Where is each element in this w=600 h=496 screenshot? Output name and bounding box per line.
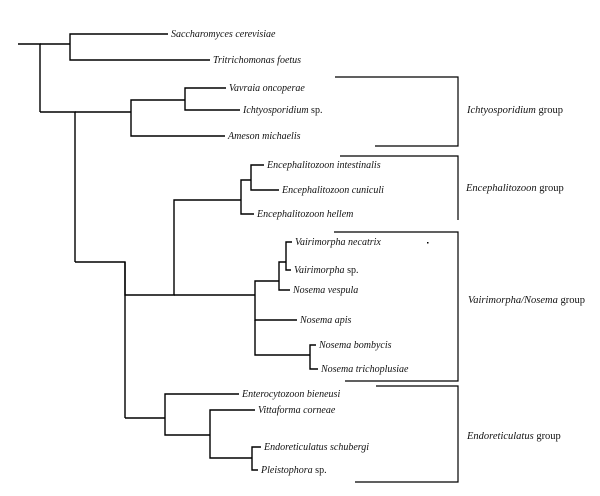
taxon-enterocytozoon: Enterocytozoon bieneusi bbox=[241, 389, 340, 400]
group-label-ichthyosporidium: Ichtyosporidium group bbox=[466, 105, 563, 116]
bracket-endoreticulatus bbox=[355, 385, 459, 483]
taxon-saccharomyces: Saccharomyces cerevisiae bbox=[171, 29, 276, 40]
outgroup-clade bbox=[40, 33, 210, 61]
tree-branches bbox=[18, 33, 318, 471]
microsporidia-core-stem bbox=[75, 261, 126, 418]
taxon-pleistophora: Pleistophora sp. bbox=[260, 465, 327, 476]
root-branch bbox=[18, 43, 41, 112]
group-label-encephalitozoon: Encephalitozoon group bbox=[465, 183, 564, 194]
encephalitozoon-clade-branches bbox=[124, 164, 279, 296]
ichthyosporidium-clade-branches bbox=[75, 87, 240, 137]
taxon-vairimorpha-necatrix: Vairimorpha necatrix bbox=[295, 237, 381, 248]
taxon-vavraia: Vavraia oncoperae bbox=[229, 83, 305, 94]
ingroup-stem bbox=[40, 111, 76, 262]
group-brackets bbox=[334, 76, 459, 483]
taxon-nosema-bombycis: Nosema bombycis bbox=[318, 340, 392, 351]
nosema-bombycis-pair bbox=[254, 320, 318, 370]
bracket-vairimorpha bbox=[334, 231, 459, 382]
taxon-vittaforma: Vittaforma corneae bbox=[258, 405, 336, 416]
group-label-vairimorpha: Vairimorpha/Nosema group bbox=[468, 295, 585, 306]
taxon-ameson: Ameson michaelis bbox=[227, 131, 301, 142]
group-label-endoreticulatus: Endoreticulatus group bbox=[466, 431, 561, 442]
taxon-encephalitozoon-cuniculi: Encephalitozoon cuniculi bbox=[281, 185, 384, 196]
speck-mark bbox=[427, 242, 429, 244]
taxon-encephalitozoon-hellem: Encephalitozoon hellem bbox=[256, 209, 353, 220]
taxon-endoreticulatus: Endoreticulatus schubergi bbox=[263, 442, 369, 453]
taxon-labels: Saccharomyces cerevisiae Tritrichomonas … bbox=[171, 29, 409, 476]
bracket-ichthyosporidium bbox=[335, 76, 459, 147]
taxon-tritrichomonas: Tritrichomonas foetus bbox=[213, 55, 301, 66]
taxon-vairimorpha-sp: Vairimorpha sp. bbox=[294, 265, 358, 276]
endoreticulatus-clade-branches bbox=[125, 393, 261, 471]
taxon-nosema-vespula: Nosema vespula bbox=[292, 285, 358, 296]
taxon-ichthyosporidium: Ichtyosporidium sp. bbox=[242, 105, 322, 116]
taxon-nosema-apis: Nosema apis bbox=[299, 315, 352, 326]
group-labels: Ichtyosporidium group Encephalitozoon gr… bbox=[465, 105, 585, 442]
bracket-encephalitozoon bbox=[340, 155, 459, 220]
vairimorpha-clade-branches bbox=[174, 241, 297, 321]
taxon-nosema-trichoplusiae: Nosema trichoplusiae bbox=[320, 364, 409, 375]
taxon-encephalitozoon-intestinalis: Encephalitozoon intestinalis bbox=[266, 160, 381, 171]
